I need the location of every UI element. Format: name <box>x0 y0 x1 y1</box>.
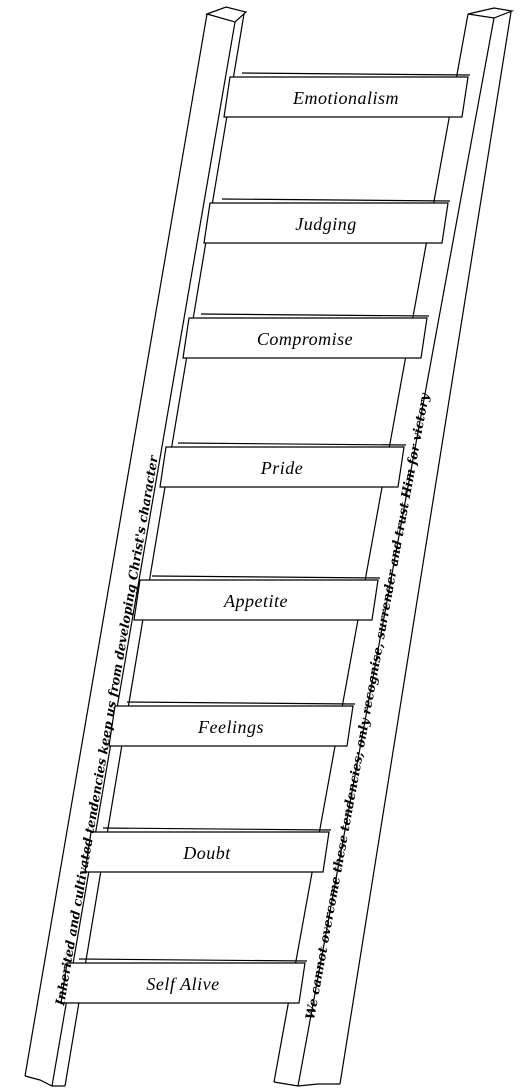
rung-top-edge <box>151 575 381 579</box>
rung-top-edge <box>177 442 407 446</box>
rung-face <box>223 76 469 118</box>
rung-label: Appetite <box>223 591 288 611</box>
rung: Appetite <box>133 575 381 621</box>
left-rail <box>24 6 248 1087</box>
rung: Judging <box>203 198 451 244</box>
rung-label: Emotionalism <box>292 88 399 108</box>
rung-face <box>133 579 379 621</box>
rung-label: Doubt <box>182 843 231 863</box>
rung: Emotionalism <box>223 72 471 118</box>
rung-top-edge <box>241 72 471 76</box>
rung-top-edge <box>221 198 451 202</box>
rung: Doubt <box>84 827 332 873</box>
rung-top-edge <box>200 313 430 317</box>
rung-face <box>84 831 330 873</box>
rung-label: Feelings <box>197 717 264 737</box>
rung-face <box>203 202 449 244</box>
rung: Compromise <box>182 313 430 359</box>
rung-label: Compromise <box>257 329 353 349</box>
rungs: EmotionalismJudgingCompromisePrideAppeti… <box>60 72 471 1004</box>
right-rail <box>273 7 515 1087</box>
rung-label: Self Alive <box>146 974 219 994</box>
rung-label: Judging <box>295 214 357 234</box>
rung: Feelings <box>108 701 356 747</box>
rung: Pride <box>159 442 407 488</box>
rung-top-edge <box>102 827 332 831</box>
rung-top-edge <box>126 701 356 705</box>
rung-face <box>182 317 428 359</box>
rung-face <box>108 705 354 747</box>
rung-face <box>60 962 306 1004</box>
rung-top-edge <box>78 958 308 962</box>
rung-face <box>159 446 405 488</box>
rung: Self Alive <box>60 958 308 1004</box>
rung-label: Pride <box>260 458 304 478</box>
